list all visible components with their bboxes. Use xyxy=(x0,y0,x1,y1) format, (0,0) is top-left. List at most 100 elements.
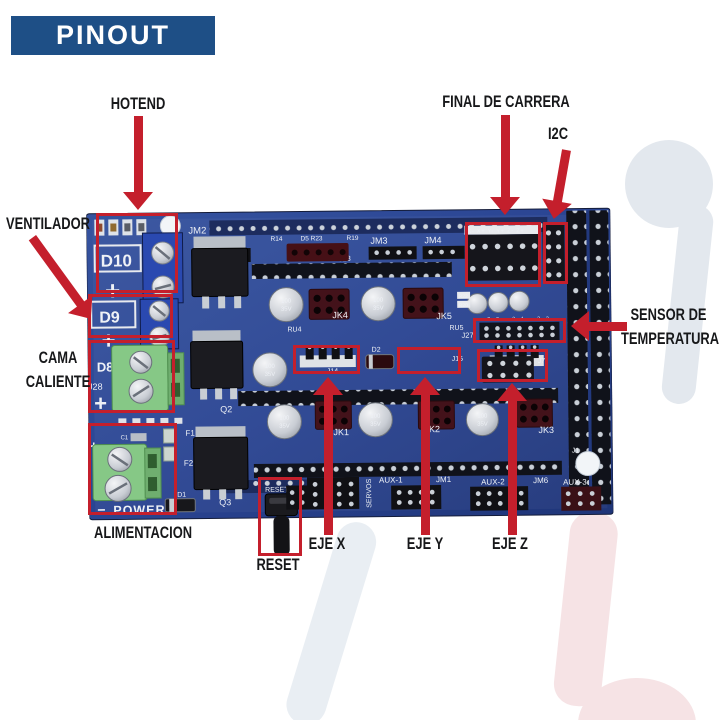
eje-z-pins xyxy=(487,360,532,379)
silk-f1: F1 xyxy=(185,429,195,438)
silk-j15: J15 xyxy=(452,356,463,363)
silk-r14: R14 xyxy=(270,236,282,243)
highlight-sensor-temperatura xyxy=(473,318,566,343)
endstop-label-strip xyxy=(464,224,541,235)
aux3-header xyxy=(561,486,602,511)
page-title: PINOUT xyxy=(55,20,170,50)
servos-header xyxy=(306,476,360,510)
capacitor-small xyxy=(508,290,530,312)
silk-ru5: RU5 xyxy=(449,325,463,332)
highlight-eje-z xyxy=(477,349,548,382)
capacitors: 100 35V 100 35V 100 35V 100 35V 100 xyxy=(252,286,530,440)
silk-q2: Q2 xyxy=(220,404,232,414)
arrow-eje-z xyxy=(497,383,527,535)
j27-pins xyxy=(484,325,555,338)
svg-text:100: 100 xyxy=(373,298,384,304)
capacitor: 100 35V xyxy=(252,352,288,388)
label-cama-caliente: CAMA CALIENTE xyxy=(25,348,91,391)
silk-aux1: AUX-1 xyxy=(379,475,403,484)
silk-jm2: JM2 xyxy=(188,225,206,236)
capacitor: 100 35V xyxy=(268,287,304,323)
label-final-de-carrera: FINAL DE CARRERA xyxy=(442,92,570,111)
silk-endstop-labels: X- X+ Y- Y+ Z- Z+ xyxy=(467,228,524,235)
silk-ru4: RU4 xyxy=(287,327,301,334)
highlight-final-de-carrera xyxy=(465,222,541,287)
title-banner: PINOUT xyxy=(11,16,215,55)
svg-text:100: 100 xyxy=(265,364,276,370)
highlight-alimentacion-power xyxy=(88,423,177,515)
d9-silk-box xyxy=(90,300,137,329)
label-eje-y: EJE Y xyxy=(406,534,444,553)
right-stack-header-2 xyxy=(589,210,612,505)
silk-jk4: JK4 xyxy=(332,310,348,320)
svg-text:100: 100 xyxy=(279,416,290,422)
capacitor: 100 35V xyxy=(465,403,499,437)
capacitor: 100 35V xyxy=(357,402,393,438)
silk-jm6: JM6 xyxy=(533,476,549,485)
arrow-final-de-carrera xyxy=(490,115,520,215)
silk-aux2: AUX-2 xyxy=(481,477,505,486)
silk-plus-d8: + xyxy=(94,391,107,416)
driver-socket-row-top xyxy=(251,261,452,280)
svg-text:35V: 35V xyxy=(477,422,488,428)
label-eje-x: EJE X xyxy=(308,534,346,553)
mosfet-q3 xyxy=(193,426,249,500)
highlight-eje-x xyxy=(293,345,360,374)
silk-jm1: JM1 xyxy=(436,475,452,484)
highlight-i2c xyxy=(543,222,568,284)
highlight-cama-caliente-d8 xyxy=(88,340,175,413)
svg-text:100: 100 xyxy=(370,414,381,420)
silk-reset: RESET xyxy=(265,487,289,494)
terminal-footprint-silk xyxy=(118,417,183,425)
label-ventilador: VENTILADOR xyxy=(6,214,90,233)
d10-silk-box xyxy=(93,244,142,273)
arrow-sensor-temperatura xyxy=(571,311,627,341)
mosfet-q1 xyxy=(191,236,249,309)
silk-q3: Q3 xyxy=(219,497,231,507)
eje-x-header xyxy=(299,344,356,368)
label-reset: RESET xyxy=(256,555,300,574)
label-i2c: I2C xyxy=(547,124,569,143)
capacitor: 100 35V xyxy=(266,404,302,440)
mosfet-q2 xyxy=(190,330,244,400)
silk-f2: F2 xyxy=(184,459,194,468)
arrow-eje-x xyxy=(313,377,343,535)
svg-text:35V: 35V xyxy=(373,306,384,312)
silk-jk1: JK1 xyxy=(333,427,349,437)
endstop-pins xyxy=(469,243,538,272)
silk-d8: D8 xyxy=(97,359,114,374)
silk-d2: D2 xyxy=(372,347,381,354)
d10-screw-terminal xyxy=(141,232,184,304)
jm3-header xyxy=(368,246,417,260)
highlight-ventilador-d9 xyxy=(88,294,173,338)
silk-c1: C1 xyxy=(121,435,129,441)
capacitor: 100 35V xyxy=(360,286,396,322)
svg-text:100: 100 xyxy=(477,414,488,420)
highlight-eje-y xyxy=(397,347,461,374)
silk-j7: J7 xyxy=(538,358,546,365)
led-cluster xyxy=(94,219,147,236)
silk-jm4: JM4 xyxy=(424,235,441,245)
silk-d1: D1 xyxy=(177,492,186,499)
arrow-hotend xyxy=(123,116,153,210)
right-stack-header-1 xyxy=(566,210,590,507)
label-alimentacion: ALIMENTACION xyxy=(94,523,193,542)
highlight-reset xyxy=(258,477,302,556)
silk-j27: J27 xyxy=(461,331,473,340)
label-eje-z: EJE Z xyxy=(492,534,528,553)
silk-r20: R20 xyxy=(459,303,468,309)
silk-jk5: JK5 xyxy=(436,311,452,321)
silk-aux3: AUX-3 xyxy=(563,478,587,487)
silk-d10: D10 xyxy=(101,251,132,270)
silk-j28: J28 xyxy=(88,382,103,392)
silk-jk3: JK3 xyxy=(538,425,554,435)
capacitor-small xyxy=(487,291,509,313)
top-header-row xyxy=(209,216,548,236)
svg-text:100: 100 xyxy=(281,299,292,305)
silk-r19: R19 xyxy=(346,235,358,242)
label-sensor-temperatura: SENSOR DE TEMPERATURA xyxy=(621,305,720,348)
silk-r22: R22 xyxy=(459,294,468,300)
silk-jm3: JM3 xyxy=(370,236,387,246)
label-hotend: HOTEND xyxy=(110,94,166,113)
svg-text:35V: 35V xyxy=(370,422,381,428)
